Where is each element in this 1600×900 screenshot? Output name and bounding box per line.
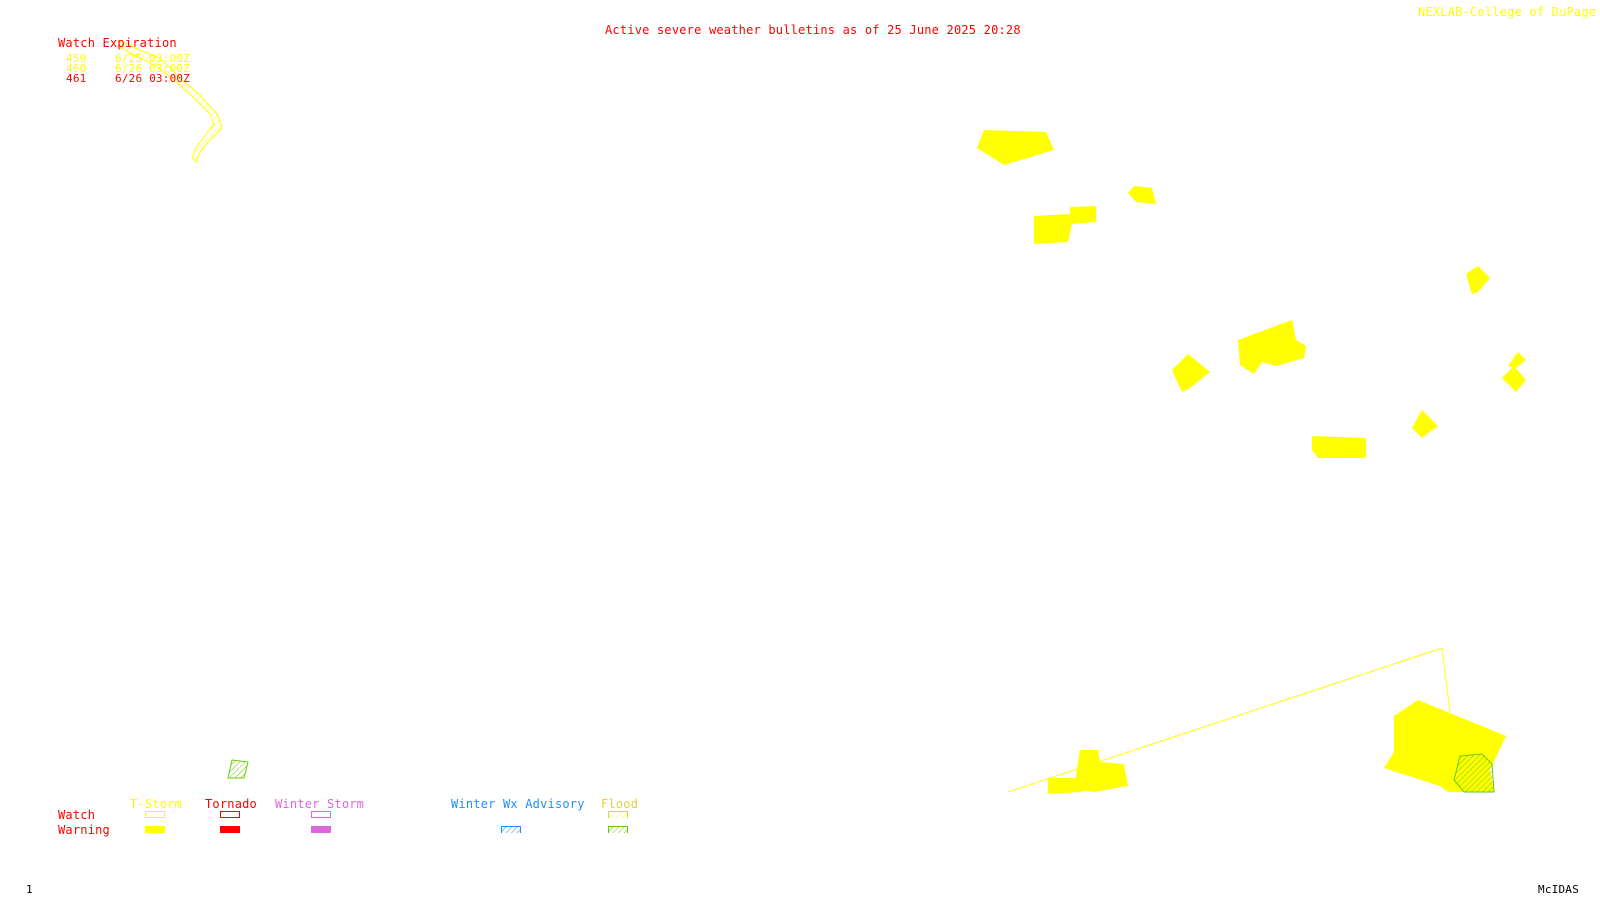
legend-row-watch: Watch — [58, 808, 96, 822]
legend-label-flood: Flood — [601, 797, 639, 811]
software-label: McIDAS — [1538, 883, 1579, 896]
tstorm-warning-polygon — [1502, 366, 1526, 392]
watch-row-id: 461 — [66, 72, 87, 85]
tstorm-warning-polygon — [1172, 354, 1210, 392]
watch-table-heading: Watch Expiration — [58, 36, 177, 50]
legend-flood-watch-swatch — [608, 811, 628, 818]
tstorm-warning-polygon — [1508, 352, 1526, 368]
watch-row-expires: 6/26 03:00Z — [115, 72, 191, 85]
tstorm-warning-polygon — [1312, 436, 1366, 458]
legend-label-tstorm: T-Storm — [130, 797, 182, 811]
tstorm-warning-polygon — [1128, 186, 1156, 204]
watch-row-id: 459 — [66, 52, 87, 65]
watch-row-expires: 6/26 03:00Z — [115, 62, 191, 75]
tstorm-warning-polygon — [1412, 410, 1438, 438]
credit-label: NEXLAB-College of DuPage R — [1418, 5, 1600, 19]
flood-warning-overlay — [1453, 753, 1495, 793]
tstorm-warning-polygon — [1076, 750, 1128, 792]
tstorm-warning-polygon — [1034, 206, 1096, 244]
tstorm-warning-polygon — [977, 130, 1054, 165]
legend-label-winter-storm: Winter Storm — [275, 797, 365, 811]
watch-row-expires: 6/25 03:00Z — [115, 52, 191, 65]
flood-warning-area — [227, 759, 249, 779]
legend-winter-storm-watch-swatch — [311, 811, 331, 818]
legend-winter-storm-warning-swatch — [311, 826, 331, 833]
legend-label-tornado: Tornado — [205, 797, 257, 811]
frame-number: 1 — [26, 883, 33, 896]
watch-row-id: 460 — [66, 62, 87, 75]
tstorm-watch-outline — [1007, 647, 1451, 793]
legend-winter-advisory-swatch — [501, 826, 521, 833]
legend-tornado-watch-swatch — [220, 811, 240, 818]
legend-tstorm-warning-swatch — [145, 826, 165, 833]
flood-watch-area — [117, 39, 223, 163]
tstorm-warning-polygon — [1466, 266, 1490, 294]
legend-row-warning: Warning — [58, 823, 110, 837]
bulletin-title: Active severe weather bulletins as of 25… — [605, 23, 1021, 37]
tstorm-warning-polygon — [1048, 778, 1082, 794]
legend-label-winter-advisory: Winter Wx Advisory — [451, 797, 585, 811]
legend-tornado-warning-swatch — [220, 826, 240, 833]
legend-tstorm-watch-swatch — [145, 811, 165, 818]
tstorm-warning-polygon — [1238, 320, 1306, 374]
legend-flood-warning-swatch — [608, 826, 628, 833]
